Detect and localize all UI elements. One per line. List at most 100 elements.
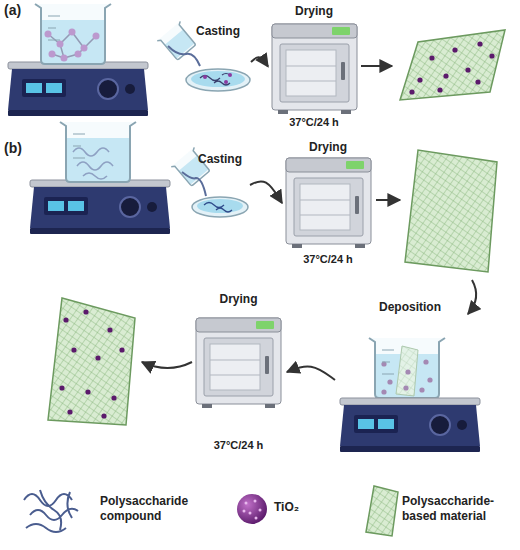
- composite-film: [409, 89, 414, 94]
- step-heading: Drying: [219, 292, 257, 306]
- composite-film: [400, 30, 505, 100]
- composite-film: [400, 30, 505, 100]
- step-heading: Casting: [196, 24, 240, 38]
- step-heading: Drying: [295, 4, 333, 18]
- process-arrow: [142, 362, 192, 368]
- process-step: Drying37°C/24 h: [282, 140, 374, 266]
- magnetic-stirrer: [8, 62, 148, 116]
- petri-dish: [192, 197, 248, 217]
- petri-dish: [186, 69, 250, 91]
- composite-film: [48, 298, 135, 425]
- pouring-beaker: [157, 21, 200, 66]
- beaker-with-polysaccharide: [60, 122, 136, 182]
- composite-film: [119, 347, 124, 352]
- composite-film: [85, 389, 90, 394]
- step-condition: 37°C/24 h: [303, 252, 353, 266]
- beaker-with-polysaccharide: [60, 122, 136, 182]
- step-heading: Casting: [198, 152, 242, 166]
- panel-label: (b): [4, 140, 22, 156]
- process-step: Casting: [185, 24, 251, 100]
- tio2-icon: [249, 512, 252, 515]
- composite-film: [59, 385, 64, 390]
- process-arrow: [287, 366, 335, 380]
- composite-film: [477, 41, 482, 46]
- petri-dish: [204, 203, 232, 213]
- composite-film: [489, 53, 494, 58]
- composite-film: [465, 67, 470, 72]
- composite-film: [95, 355, 100, 360]
- panel-label: (a): [4, 2, 21, 18]
- tio2-icon: [259, 509, 262, 512]
- composite-film: [417, 77, 422, 82]
- tio2-icon: [237, 494, 267, 524]
- composite-film: [67, 409, 72, 414]
- petri-dish: [197, 199, 243, 213]
- legend-text: Polysaccharide compound: [100, 494, 220, 524]
- composite-film: [107, 327, 112, 332]
- petri-dish: [186, 69, 250, 91]
- process-arrow: [376, 199, 400, 201]
- composite-film: [429, 55, 434, 60]
- step-heading: Deposition: [379, 300, 441, 314]
- tio2-icon: [245, 502, 248, 505]
- tio2-icon: [237, 494, 267, 524]
- process-arrow: [468, 280, 476, 314]
- petri-dish: [203, 75, 207, 79]
- drying-oven: [286, 158, 371, 248]
- step-condition: 37°C/24 h: [214, 438, 264, 452]
- polysaccharide-icon: [24, 490, 78, 532]
- composite-film: [443, 73, 448, 78]
- legend-item: Polysaccharide compound: [100, 494, 220, 524]
- composite-film: [63, 317, 68, 322]
- film-icon: [366, 486, 398, 536]
- film-icon: [366, 486, 398, 536]
- legend-text: TiO₂: [274, 500, 299, 515]
- composite-film: [475, 79, 480, 84]
- process-arrow: [468, 280, 476, 314]
- tio2-icon: [255, 517, 258, 520]
- legend-item: TiO₂: [274, 500, 334, 515]
- process-arrow: [361, 66, 392, 67]
- process-step: Casting: [190, 152, 250, 218]
- beaker-with-polysaccharide: [35, 4, 111, 64]
- process-arrow: [251, 57, 268, 66]
- process-arrow: [250, 181, 282, 203]
- magnetic-stirrer: [8, 62, 148, 116]
- pouring-beaker: [168, 46, 200, 66]
- legend-text: Polysaccharide-based material: [402, 494, 510, 524]
- magnetic-stirrer: [340, 398, 480, 452]
- composite-film: [101, 413, 106, 418]
- process-step: Drying 37°C/24 h: [190, 292, 287, 452]
- composite-film: [452, 47, 457, 52]
- process-arrow: [142, 362, 192, 368]
- drying-oven: [272, 24, 357, 114]
- drying-oven: [272, 24, 357, 114]
- polysaccharide-film: [405, 150, 497, 272]
- drying-oven: [286, 158, 371, 248]
- magnetic-stirrer: [30, 180, 170, 234]
- drying-oven: [196, 318, 281, 408]
- magnetic-stirrer: [30, 180, 170, 234]
- petri-dish: [228, 73, 232, 77]
- process-step: Drying 37°C/24 h: [268, 4, 360, 129]
- polysaccharide-film: [405, 150, 497, 272]
- deposition-beaker: [369, 338, 445, 398]
- deposition-beaker: [369, 338, 445, 398]
- step-condition: 37°C/24 h: [289, 115, 339, 129]
- process-step: Deposition: [335, 300, 485, 460]
- tio2-icon: [254, 500, 257, 503]
- composite-film: [48, 298, 135, 425]
- process-arrow: [376, 200, 400, 201]
- tio2-icon: [243, 510, 246, 513]
- petri-dish: [192, 197, 248, 217]
- legend-item: Polysaccharide-based material: [402, 494, 510, 524]
- composite-film: [83, 309, 88, 314]
- beaker-with-polysaccharide: [35, 4, 111, 64]
- petri-dish: [224, 80, 228, 84]
- composite-film: [71, 347, 76, 352]
- composite-film: [437, 87, 442, 92]
- composite-film: [111, 395, 116, 400]
